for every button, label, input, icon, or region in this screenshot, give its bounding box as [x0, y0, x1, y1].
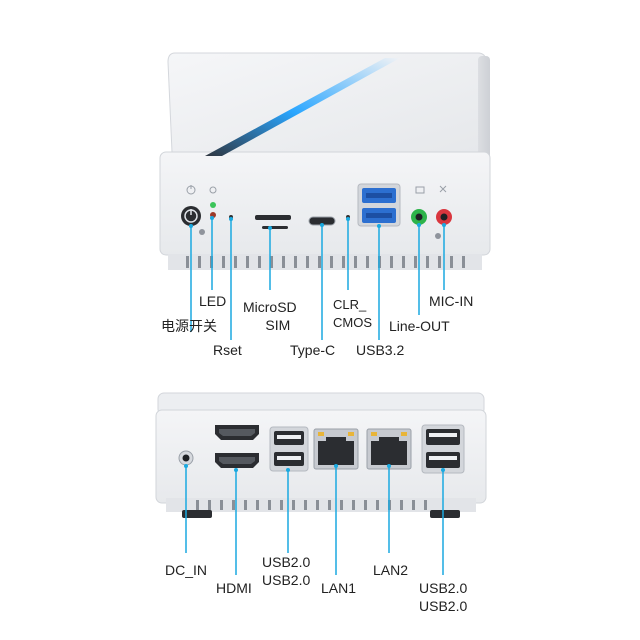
led-green — [210, 202, 216, 208]
label-mic-in: MIC-IN — [429, 293, 474, 309]
label-dc-in: DC_IN — [165, 562, 208, 578]
back-foot-right — [430, 510, 460, 518]
label-hdmi: HDMI — [216, 580, 252, 596]
label-clr-cmos: CLR_ CMOS — [333, 296, 372, 332]
line-out-jack[interactable] — [411, 209, 427, 225]
label-sim: SIM — [265, 317, 291, 333]
front-callout-dots — [189, 216, 446, 230]
front-device — [159, 52, 491, 270]
light-strip — [205, 58, 400, 156]
label-led: LED — [199, 293, 227, 309]
back-foot-left — [182, 510, 212, 518]
usb32-ports[interactable] — [357, 183, 401, 227]
label-usb20-a-line1: USB2.0 — [262, 554, 311, 570]
label-lan1: LAN1 — [321, 580, 357, 596]
label-type-c: Type-C — [290, 342, 336, 358]
label-cmos: CMOS — [333, 315, 372, 330]
label-reset: Rset — [213, 342, 242, 358]
back-callout-dots — [184, 464, 445, 472]
label-power-switch: 电源开关 — [161, 318, 217, 334]
label-microsd-sim: MicroSD SIM — [243, 298, 297, 334]
front-device-top — [167, 52, 487, 153]
lan2-port[interactable] — [366, 428, 412, 470]
label-lan2: LAN2 — [373, 562, 409, 578]
usb20-ports-a[interactable] — [269, 426, 309, 472]
front-vent-base — [168, 254, 482, 270]
label-usb20-b-line1: USB2.0 — [419, 580, 468, 596]
dc-in-jack[interactable] — [178, 450, 194, 466]
label-line-out: Line-OUT — [389, 318, 450, 334]
back-vent-base — [166, 498, 476, 512]
label-usb20-a: USB2.0 USB2.0 — [262, 553, 310, 589]
label-usb20-a-line2: USB2.0 — [262, 572, 311, 588]
label-usb20-b: USB2.0 USB2.0 — [419, 579, 467, 615]
front-vent-slots — [186, 256, 465, 268]
lan1-port[interactable] — [313, 428, 359, 470]
front-callout-lines — [190, 218, 445, 340]
front-device-face — [159, 151, 491, 256]
back-vent-slots — [196, 500, 427, 510]
hdmi-ports[interactable] — [215, 425, 259, 468]
power-button[interactable] — [181, 206, 201, 226]
label-microsd: MicroSD — [243, 299, 297, 315]
label-usb32: USB3.2 — [356, 342, 405, 358]
label-usb20-b-line2: USB2.0 — [419, 598, 468, 614]
front-screws — [199, 229, 441, 239]
back-device — [155, 392, 487, 518]
mic-in-jack[interactable] — [436, 209, 452, 225]
label-clr: CLR_ — [333, 297, 367, 312]
back-callout-lines — [185, 466, 444, 575]
usb20-ports-b[interactable] — [421, 424, 465, 474]
front-panel-icons — [186, 185, 447, 195]
